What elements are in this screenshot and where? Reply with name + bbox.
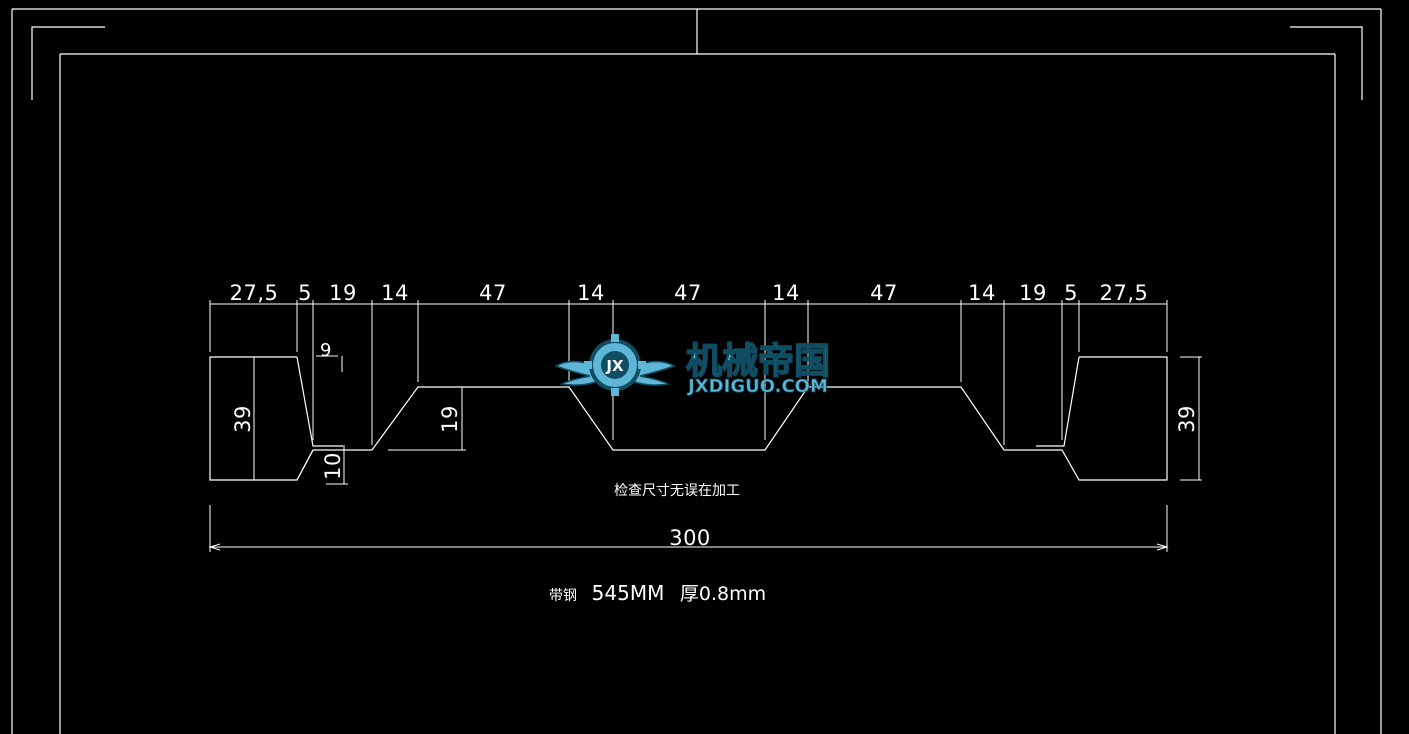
watermark-logo: JX 机械帝国 JXDIGUO.COM [554, 334, 831, 397]
dim-label: 5 [298, 281, 312, 305]
check-note: 检查尺寸无误在加工 [614, 483, 740, 499]
dim-label: 47 [870, 281, 898, 305]
dim-label: 14 [968, 281, 996, 305]
bottom-small-label: 10 [321, 452, 345, 480]
vertical-dimension-lines [253, 355, 1202, 485]
overall-dimension-line [208, 543, 1169, 551]
left-height-label: 39 [231, 405, 255, 433]
profile-outline [209, 356, 1168, 481]
dim-label: 27,5 [230, 281, 279, 305]
drawing-frame [11, 8, 1382, 734]
gear-icon: JX [584, 334, 646, 396]
logo-chinese: 机械帝国 [686, 341, 830, 382]
spec-thickness: 厚0.8mm [680, 583, 766, 605]
spec-label: 带钢 [549, 588, 577, 604]
logo-badge: JX [605, 357, 624, 375]
step-label: 9 [320, 340, 332, 361]
overall-width-label: 300 [669, 526, 711, 550]
dim-label: 14 [772, 281, 800, 305]
center-depth-label: 19 [438, 405, 462, 433]
dim-label: 14 [577, 281, 605, 305]
dim-label: 19 [329, 281, 357, 305]
dim-label: 5 [1064, 281, 1078, 305]
top-dimension-labels: 27,5 5 19 14 47 14 47 14 47 14 19 5 27,5 [230, 281, 1149, 305]
dim-label: 27,5 [1100, 281, 1149, 305]
right-height-label: 39 [1175, 405, 1199, 433]
logo-english: JXDIGUO.COM [686, 376, 828, 397]
spec-width: 545MM [592, 581, 665, 605]
extension-lines [209, 300, 1168, 552]
annotations: 检查尺寸无误在加工 带钢 545MM 厚0.8mm [549, 483, 766, 605]
dim-label: 19 [1019, 281, 1047, 305]
dim-label: 47 [479, 281, 507, 305]
side-dimension-labels: 39 39 19 10 9 300 [231, 340, 1199, 550]
dim-label: 14 [381, 281, 409, 305]
dim-label: 47 [674, 281, 702, 305]
